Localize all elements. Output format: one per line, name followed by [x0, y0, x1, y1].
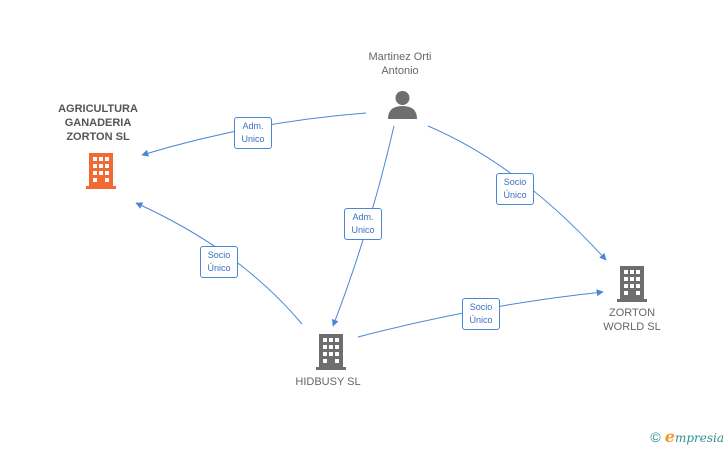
zorton-world-company-label: ZORTON WORLD SL	[603, 307, 661, 333]
edge-label-hidbusy-zorton-world: Socio Único	[462, 298, 500, 330]
brand-logo-text: mpresia	[674, 431, 724, 445]
edge-label-person-agricultura: Adm. Unico	[234, 117, 272, 149]
edge-label-hidbusy-agricultura: Socio Único	[200, 246, 238, 278]
edge-label-person-hidbusy: Adm. Unico	[344, 208, 382, 240]
hidbusy-company-label: HIDBUSY SL	[295, 376, 361, 388]
building-icon	[86, 153, 116, 189]
person-icon	[388, 91, 417, 119]
building-icon	[617, 266, 647, 302]
edge-label-person-zorton-world: Socio Único	[496, 173, 534, 205]
agricultura-company-label: AGRICULTURA GANADERIA ZORTON SL	[58, 103, 138, 143]
copyright-symbol: ©	[650, 429, 661, 445]
building-icon	[316, 334, 346, 370]
brand-logo-initial: e	[664, 427, 675, 446]
brand-footer: ©empresia	[650, 427, 724, 446]
person-name-label: Martinez Orti Antonio	[368, 51, 432, 77]
